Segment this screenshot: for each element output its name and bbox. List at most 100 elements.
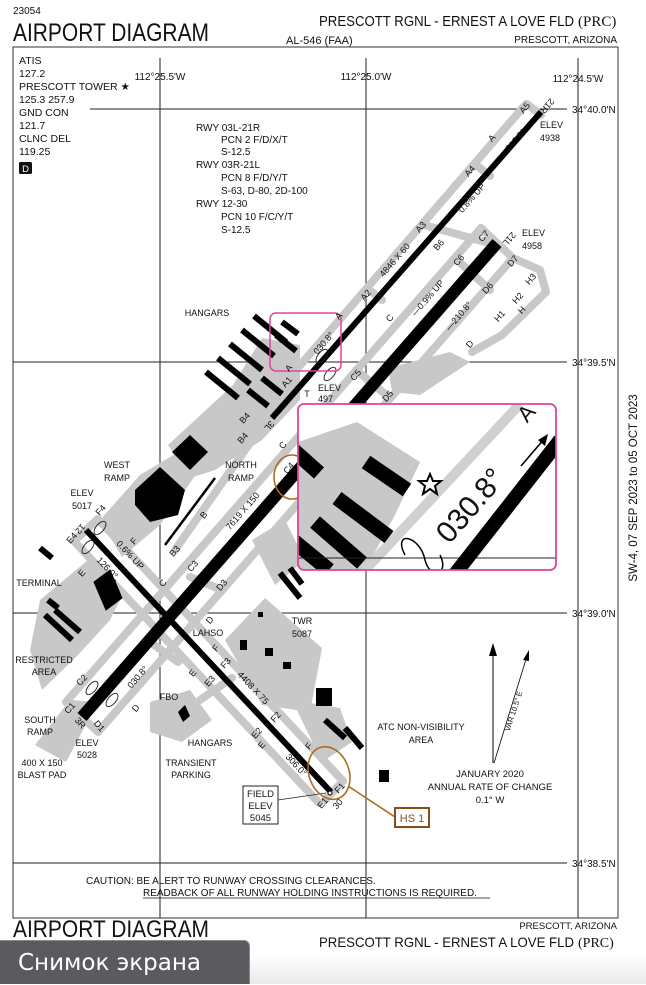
map-label: 5087: [292, 629, 312, 639]
map-label: RESTRICTED: [15, 655, 73, 665]
freq-line: ATIS: [19, 55, 42, 67]
map-label: T: [304, 389, 310, 399]
location: PRESCOTT, ARIZONA: [514, 35, 617, 46]
map-label: NORTH: [225, 460, 257, 470]
map-label: A: [283, 362, 294, 373]
map-label: RAMP: [27, 727, 53, 737]
tower-star-icon: [416, 471, 444, 497]
map-label: 497: [318, 394, 333, 404]
footer-location: PRESCOTT, ARIZONA: [519, 921, 617, 932]
longitude-label: 112°24.5'W: [553, 74, 604, 85]
field-elev-line: 5045: [250, 813, 271, 824]
map-label: 5028: [77, 750, 97, 760]
map-label: F: [128, 535, 139, 546]
map-label: H1: [492, 308, 507, 323]
runway-info-line: S-12.5: [221, 147, 251, 158]
magnetic-north-arrow-icon: [523, 650, 529, 661]
runway-info-line: RWY 03R-21L: [196, 160, 261, 171]
map-label: RAMP: [104, 473, 130, 483]
map-label: D: [130, 702, 142, 714]
footer-title: AIRPORT DIAGRAM: [13, 916, 209, 943]
footer-airport-name: PRESCOTT RGNL - ERNEST A LOVE FLD: [319, 934, 574, 950]
freq-line: 127.2: [19, 68, 45, 80]
footer-airport-id: (PRC): [578, 936, 614, 951]
map-label: ELEV: [540, 120, 563, 130]
map-label: BLAST PAD: [18, 770, 67, 780]
map-label: ELEV: [75, 738, 98, 748]
map-label: 4958: [522, 241, 542, 251]
magnetic-note-line: ANNUAL RATE OF CHANGE: [428, 782, 553, 793]
map-label: ELEV: [318, 383, 341, 393]
frequency-block: ATIS 127.2 PRESCOTT TOWER ★ 125.3 257.9 …: [19, 55, 131, 175]
map-label: RAMP: [228, 473, 254, 483]
map-label: D: [464, 338, 476, 350]
map-label: 12: [73, 522, 87, 536]
map-label: 5017: [72, 501, 92, 511]
latitude-label: 34°39.5'N: [572, 358, 616, 369]
map-label: HANGARS: [185, 308, 230, 318]
runway-info-line: PCN 10 F/C/Y/T: [221, 212, 293, 223]
d-atis-letter: D: [22, 164, 29, 175]
magnifier-inset: 030.8° A: [297, 403, 557, 571]
map-label: E: [187, 667, 198, 678]
map-label: ATC NON-VISIBILITY: [377, 722, 464, 732]
freq-line: 125.3 257.9: [19, 94, 75, 106]
map-label: TWR: [292, 616, 313, 626]
caution-line: READBACK OF ALL RUNWAY HOLDING INSTRUCTI…: [143, 888, 477, 899]
airport-name: PRESCOTT RGNL - ERNEST A LOVE FLD: [319, 13, 574, 30]
runway-info-line: RWY 12-30: [196, 199, 248, 210]
map-label: H3: [523, 271, 538, 286]
longitude-label: 112°25.5'W: [135, 72, 186, 83]
map-label: 4846 X 60: [377, 241, 411, 279]
hot-spot-badge[interactable]: [394, 807, 430, 828]
freq-line: PRESCOTT TOWER ★: [19, 81, 131, 93]
map-label: A: [486, 132, 497, 143]
latitude-label: 34°39.0'N: [572, 609, 616, 620]
freq-line: CLNC DEL: [19, 133, 71, 145]
runway-info-line: S-12.5: [221, 225, 251, 236]
lat-lon-grid: [13, 58, 579, 918]
caution-line: CAUTION: BE ALERT TO RUNWAY CROSSING CLE…: [86, 876, 376, 887]
map-label: F: [210, 642, 221, 653]
map-label: E: [256, 739, 267, 750]
map-label: C: [277, 439, 289, 451]
validity-dates: SW-4, 07 SEP 2023 to 05 OCT 2023: [628, 394, 640, 581]
map-label: A: [333, 310, 344, 321]
chart-title: AIRPORT DIAGRAM: [13, 19, 209, 47]
runway-info-line: PCN 2 F/D/X/T: [221, 135, 288, 146]
map-label: WEST: [104, 460, 131, 470]
hot-spot-label: HS 1: [400, 813, 424, 825]
map-label: TERMINAL: [16, 578, 62, 588]
runway-info-line: PCN 8 F/D/Y/T: [221, 173, 288, 184]
chart-number: 23054: [13, 6, 41, 17]
runways: [77, 110, 544, 795]
true-north-arrow-icon: [489, 643, 497, 656]
runway-03l-21r: [269, 110, 544, 420]
latitude-label: 34°40.0'N: [572, 105, 616, 116]
buildings: [38, 313, 389, 782]
map-label: H: [516, 304, 528, 315]
map-label: 4938: [540, 133, 560, 143]
field-elev-line: FIELD: [247, 789, 274, 800]
map-label: HANGARS: [188, 738, 233, 748]
longitude-label: 112°25.0'W: [341, 72, 392, 83]
direction-arrow-icon: [538, 434, 548, 446]
map-label: C: [384, 312, 396, 324]
procedure-id: AL-546 (FAA): [286, 35, 353, 47]
map-label: 400 X 150: [21, 758, 62, 768]
field-elevation-box: FIELD ELEV 5045: [242, 785, 333, 825]
runway-12-30: [83, 527, 334, 795]
map-label: F: [303, 740, 314, 751]
latitude-label: 34°38.5'N: [572, 859, 616, 870]
runway-info-line: S-63, D-80, 2D-100: [221, 186, 308, 197]
map-label: ELEV: [522, 228, 545, 238]
map-label: B6: [431, 238, 446, 253]
map-label: SOUTH: [24, 715, 56, 725]
map-label: FBO: [160, 692, 179, 702]
runway-info-line: RWY 03L-21R: [196, 123, 260, 134]
map-label: 3L: [262, 419, 276, 433]
map-label: TRANSIENT: [165, 758, 217, 768]
map-label: LAHSO: [193, 628, 224, 638]
screenshot-badge[interactable]: Снимок экрана: [0, 940, 250, 984]
airport-id: (PRC): [578, 14, 616, 30]
